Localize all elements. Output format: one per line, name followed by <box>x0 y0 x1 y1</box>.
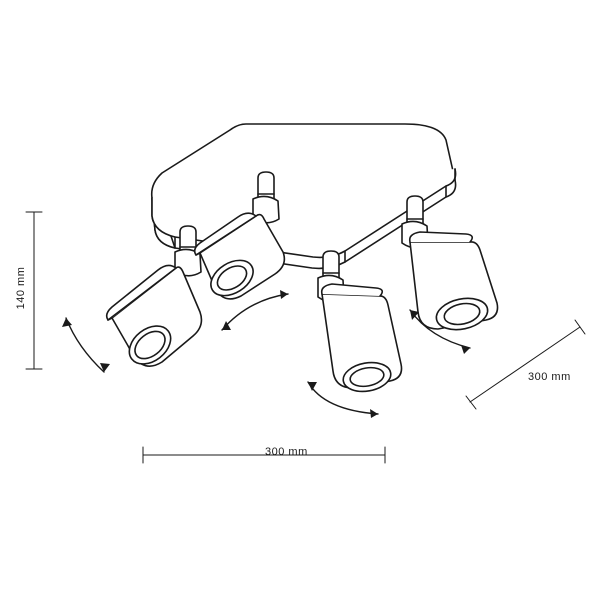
dimension-lines <box>25 211 586 464</box>
rotation-arrow-1 <box>65 317 105 373</box>
spot-head-back-left <box>193 171 286 300</box>
dimension-label-height: 140 mm <box>15 266 27 310</box>
rotation-arrows <box>62 290 471 418</box>
dimension-label-width: 300 mm <box>265 446 308 458</box>
spot-head-right <box>401 195 499 331</box>
spot-head-left <box>105 225 203 367</box>
dimension-label-depth: 300 mm <box>528 371 571 383</box>
dimension-line-depth <box>469 326 581 403</box>
spot-head-front <box>317 250 403 393</box>
